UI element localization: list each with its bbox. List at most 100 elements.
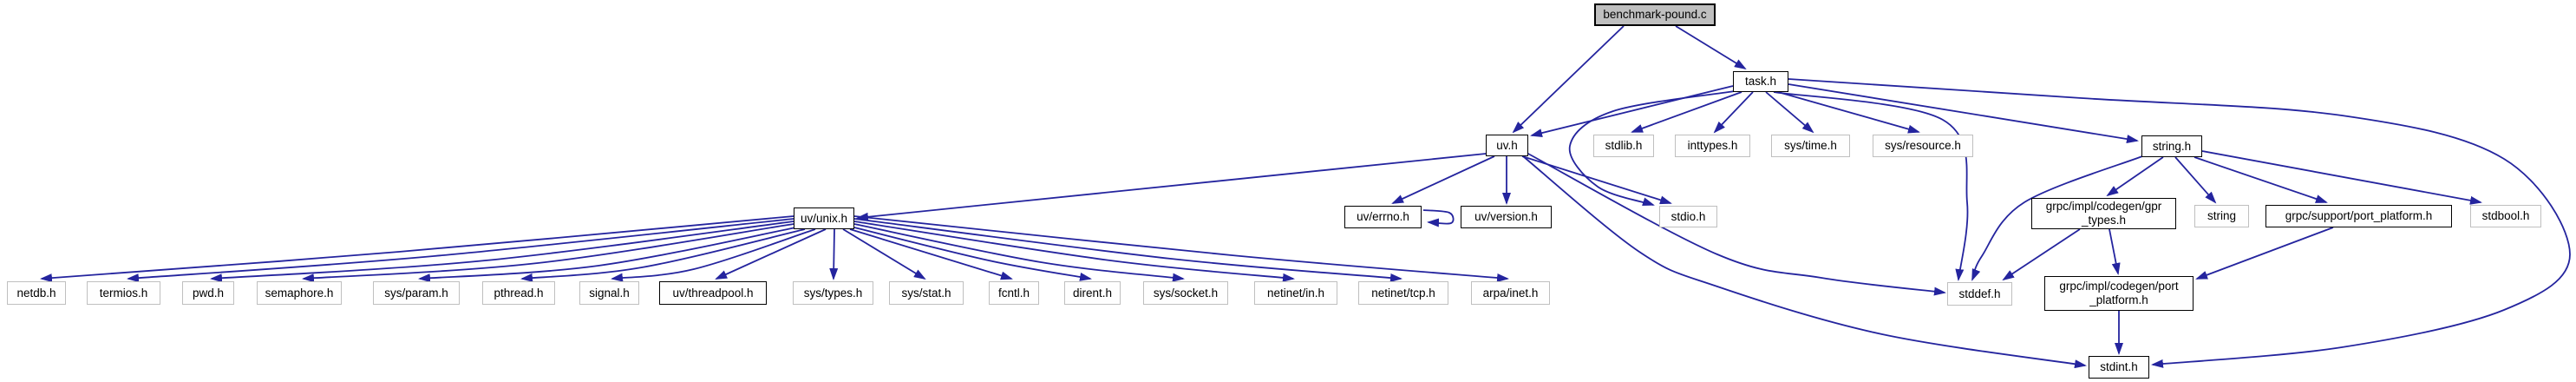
edges xyxy=(40,25,2571,369)
node-label: netinet/in.h xyxy=(1266,286,1325,300)
edge-task-h-to-stdlib-h xyxy=(1631,91,1742,133)
node-label: termios.h xyxy=(99,286,148,300)
edge-uv-h-to-uv-errno-h xyxy=(1391,155,1495,204)
node-uv-errno-h[interactable]: uv/errno.h xyxy=(1344,206,1422,228)
node-signal-h: signal.h xyxy=(579,281,639,305)
edge-uv-h-to-uv-unix-h xyxy=(856,153,1487,221)
edge-task-h-to-string-h xyxy=(1788,83,2139,144)
node-label: string.h xyxy=(2152,139,2192,153)
edge-string-h-to-stddef-h xyxy=(1971,155,2143,281)
edge-uv-unix-h-to-signal-h xyxy=(611,228,816,282)
edge-string-h-to-stdbool-h xyxy=(2201,150,2482,205)
edge-uv-unix-h-to-pwd-h xyxy=(210,221,794,283)
node-label: grpc/support/port_platform.h xyxy=(2285,209,2433,222)
node-label: semaphore.h xyxy=(265,286,334,300)
node-pthread-h: pthread.h xyxy=(482,281,555,305)
node-sys-time-h: sys/time.h xyxy=(1771,135,1850,157)
node-label: stdlib.h xyxy=(1605,139,1643,152)
edge-string-h-to-gpr-types-h xyxy=(2106,156,2164,197)
node-label: dirent.h xyxy=(1072,286,1113,300)
node-benchmark-pound-c: benchmark-pound.c xyxy=(1594,3,1716,26)
node-label: uv/errno.h xyxy=(1357,210,1409,223)
node-label: sys/time.h xyxy=(1784,139,1837,152)
node-string: string xyxy=(2194,205,2249,227)
node-label: string xyxy=(2207,209,2236,222)
node-label: uv/version.h xyxy=(1474,210,1538,223)
edge-task-h-to-uv-h xyxy=(1530,85,1734,137)
node-label: inttypes.h xyxy=(1687,139,1738,152)
node-label: sys/stat.h xyxy=(901,286,951,300)
edge-uv-unix-h-to-sys-socket-h xyxy=(853,223,1185,282)
node-grpc-support-port-platform-h[interactable]: grpc/support/port_platform.h xyxy=(2265,205,2452,227)
edge-uv-unix-h-to-termios-h xyxy=(127,218,794,283)
node-semaphore-h: semaphore.h xyxy=(257,281,342,305)
node-inttypes-h: inttypes.h xyxy=(1675,135,1750,157)
edge-uv-h-to-stddef-h xyxy=(1526,152,1946,296)
edge-uv-h-to-stdint-h xyxy=(1522,155,2087,369)
edge-benchmark-pound-c-to-task-h xyxy=(1675,25,1747,70)
node-stdint-h[interactable]: stdint.h xyxy=(2089,356,2149,379)
node-label: netdb.h xyxy=(16,286,56,300)
node-stdbool-h: stdbool.h xyxy=(2470,205,2541,227)
edge-uv-unix-h-to-fcntl-h xyxy=(849,228,1013,280)
node-label: pwd.h xyxy=(192,286,225,300)
node-termios-h: termios.h xyxy=(87,281,160,305)
node-label: grpc/impl/codegen/port xyxy=(2059,280,2179,293)
node-uv-threadpool-h[interactable]: uv/threadpool.h xyxy=(659,281,767,305)
node-label: task.h xyxy=(1744,75,1777,88)
edge-uv-unix-h-to-netinet-in-h xyxy=(853,221,1295,282)
edge-string-h-to-string xyxy=(2174,156,2217,204)
node-pwd-h: pwd.h xyxy=(182,281,234,305)
edge-uv-unix-h-to-uv-threadpool-h xyxy=(715,228,827,280)
edge-uv-unix-h-to-pthread-h xyxy=(520,228,806,282)
edge-task-h-to-stdint-h xyxy=(1788,78,2571,368)
edge-uv-unix-h-to-semaphore-h xyxy=(302,223,794,283)
node-label: stdio.h xyxy=(1670,209,1706,223)
node-sys-stat-h: sys/stat.h xyxy=(889,281,964,305)
node-uv-h[interactable]: uv.h xyxy=(1486,135,1528,156)
node-label: stddef.h xyxy=(1958,286,2001,300)
node-netdb-h: netdb.h xyxy=(7,281,66,305)
edge-task-h-to-stdio-h xyxy=(1568,90,1736,207)
node-netinet-in-h: netinet/in.h xyxy=(1254,281,1337,305)
node-label: uv/unix.h xyxy=(800,211,848,225)
node-grpc-impl-codegen-port-platform-h[interactable]: grpc/impl/codegen/port_platform.h xyxy=(2044,276,2194,311)
node-task-h[interactable]: task.h xyxy=(1733,71,1788,92)
node-label: grpc/impl/codegen/gpr xyxy=(2045,200,2162,213)
node-stdio-h: stdio.h xyxy=(1659,206,1717,227)
node-label: sys/resource.h xyxy=(1885,139,1961,152)
node-label: uv.h xyxy=(1496,138,1518,152)
node-string-h[interactable]: string.h xyxy=(2141,135,2202,157)
edge-grpc-support-port-platform-h-to-grpc-impl-codegen-port-platform-h xyxy=(2195,227,2334,280)
edge-uv-unix-h-to-netinet-tcp-h xyxy=(853,218,1402,282)
node-sys-param-h: sys/param.h xyxy=(373,281,460,305)
edge-uv-unix-h-to-sys-stat-h xyxy=(842,228,926,280)
edge-uv-unix-h-to-dirent-h xyxy=(853,227,1092,281)
edge-task-h-to-sys-time-h xyxy=(1765,91,1814,134)
node-label: netinet/tcp.h xyxy=(1371,286,1435,300)
node-label: sys/param.h xyxy=(384,286,448,300)
edge-uv-unix-h-to-netdb-h xyxy=(40,215,794,283)
edge-gpr-types-h-to-grpc-impl-codegen-port-platform-h xyxy=(2109,228,2121,275)
node-label: fcntl.h xyxy=(997,286,1030,300)
node-label: _platform.h xyxy=(2089,293,2148,306)
node-gpr-types-h[interactable]: grpc/impl/codegen/gpr_types.h xyxy=(2031,198,2176,229)
node-uv-version-h[interactable]: uv/version.h xyxy=(1461,206,1552,228)
node-label: pthread.h xyxy=(494,286,544,300)
edge-gpr-types-h-to-stddef-h xyxy=(2002,228,2081,281)
node-sys-socket-h: sys/socket.h xyxy=(1143,281,1228,305)
edge-uv-unix-h-to-arpa-inet-h xyxy=(853,215,1509,282)
node-label: sys/types.h xyxy=(803,286,863,300)
node-sys-types-h: sys/types.h xyxy=(793,281,873,305)
node-uv-unix-h[interactable]: uv/unix.h xyxy=(794,207,854,229)
node-label: uv/threadpool.h xyxy=(672,286,754,300)
edge-uv-errno-h-to-uv-errno-h xyxy=(1422,209,1455,227)
node-label: stdint.h xyxy=(2100,360,2138,373)
edge-benchmark-pound-c-to-uv-h xyxy=(1512,25,1625,134)
edge-uv-unix-h-to-sys-param-h xyxy=(418,227,797,283)
node-sys-resource-h: sys/resource.h xyxy=(1873,135,1973,157)
edge-task-h-to-stddef-h xyxy=(1773,91,1969,281)
node-label: benchmark-pound.c xyxy=(1603,8,1707,21)
node-arpa-inet-h: arpa/inet.h xyxy=(1471,281,1550,305)
